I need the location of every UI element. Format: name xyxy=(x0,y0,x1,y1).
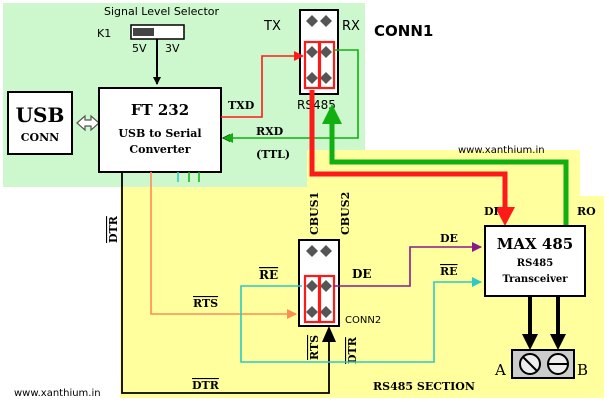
conn1-title: CONN1 xyxy=(374,22,433,40)
ft232-chip: FT 232 USB to Serial Converter xyxy=(98,87,222,173)
conn1-rs485-label: RS485 xyxy=(297,98,336,112)
selector-switch-slider xyxy=(133,28,154,36)
txd-label: TXD xyxy=(228,99,255,112)
max485-title: MAX 485 xyxy=(497,235,573,253)
terminal-a-label: A xyxy=(494,361,506,379)
conn1-jumper xyxy=(299,9,339,95)
usb-conn-label: CONN xyxy=(21,131,59,144)
conn2-label: CONN2 xyxy=(345,315,381,326)
signal-level-selector: Signal Level Selector K1 5V 3V xyxy=(97,5,219,85)
selector-opt-3v: 3V xyxy=(165,42,180,55)
re-right-label: RE xyxy=(440,265,458,278)
rts-rotated-label: RTS xyxy=(308,335,321,360)
re-left-label: RE xyxy=(259,268,278,282)
re-wire xyxy=(240,277,482,363)
watermark-bottom: www.xanthium.in xyxy=(14,388,101,399)
ttl-label: (TTL) xyxy=(256,148,290,161)
rs485-section-label: RS485 SECTION xyxy=(373,380,475,393)
cbus1-label: CBUS1 xyxy=(308,192,321,235)
selector-ref-k1: K1 xyxy=(97,27,111,40)
watermark-top: www.xanthium.in xyxy=(458,145,545,156)
rts-label: RTS xyxy=(193,297,218,310)
txd-wire xyxy=(221,51,304,118)
rxd-label: RXD xyxy=(256,125,284,138)
cbus2-label: CBUS2 xyxy=(339,192,352,235)
ft232-pins xyxy=(177,172,200,182)
terminal-block xyxy=(511,349,575,379)
ft232-line1: USB to Serial xyxy=(118,127,201,140)
dtr-wire xyxy=(121,172,330,394)
de-left-label: DE xyxy=(352,267,372,281)
max485-chip: MAX 485 RS485 Transceiver xyxy=(484,225,586,297)
terminal-b-label: B xyxy=(577,361,588,379)
conn2-jumper xyxy=(298,239,340,327)
max485-line2: Transceiver xyxy=(502,274,568,285)
conn1-rx-label: RX xyxy=(342,19,360,34)
de-right-label: DE xyxy=(440,232,458,245)
de-wire xyxy=(334,242,482,287)
dtr-rotated-label: DTR xyxy=(346,336,359,364)
dtr-left-label: DTR xyxy=(107,215,120,243)
ro-label: RO xyxy=(577,205,596,218)
selector-title: Signal Level Selector xyxy=(104,5,219,18)
usb-label: USB xyxy=(16,103,65,127)
ft232-title: FT 232 xyxy=(131,101,189,119)
rts-wire xyxy=(150,172,297,319)
rxd-wire xyxy=(222,49,359,142)
di-wire xyxy=(309,90,508,209)
max485-line1: RS485 xyxy=(517,258,553,269)
di-label: DI xyxy=(484,205,499,218)
dtr-bottom-label: DTR xyxy=(192,379,220,392)
selector-opt-5v: 5V xyxy=(132,42,147,55)
conn1-tx-label: TX xyxy=(263,19,281,34)
ro-wire xyxy=(329,120,569,226)
usb-connector: USB CONN xyxy=(7,91,73,155)
ft232-line2: Converter xyxy=(129,143,190,156)
